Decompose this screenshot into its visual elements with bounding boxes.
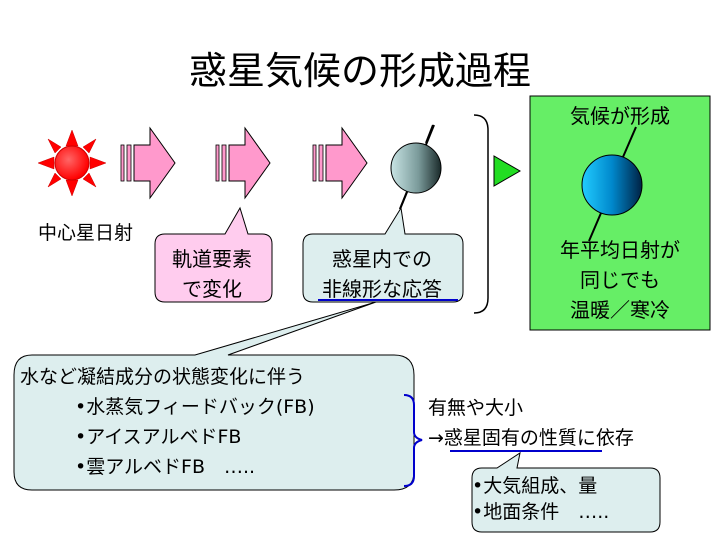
feedback-item: •アイスアルベドFB (75, 426, 242, 448)
feedback-callout (13, 301, 415, 491)
feedback-callout-text: 水など凝結成分の状態変化に伴う •水蒸気フィードバック(FB) •アイスアルベド… (20, 362, 420, 482)
planet-response-callout (302, 206, 464, 303)
feedback-item: •雲アルベドFB ….. (75, 456, 256, 478)
factors-text: 有無や大小 →惑星固有の性質に依存 (428, 393, 634, 453)
orbit-line-1: 軌道要素 (172, 247, 252, 271)
composition-callout (471, 451, 661, 533)
flow-arrow-2 (215, 126, 271, 200)
result-line-2: 同じでも (580, 268, 660, 292)
composition-line-2: •地面条件 ….. (472, 501, 610, 523)
planet-response-line-2: 非線形な応答 (322, 277, 442, 301)
planet-icon (390, 124, 442, 210)
factors-line-2: →惑星固有の性質に依存 (428, 427, 634, 449)
sun-icon (37, 129, 107, 197)
result-description: 年平均日射が 同じでも 温暖／寒冷 (530, 235, 710, 325)
result-arrow-icon (493, 155, 522, 187)
planet-response-line-1: 惑星内での (332, 247, 432, 271)
orbit-line-2: で変化 (182, 277, 242, 301)
blue-planet-icon (581, 126, 643, 242)
flow-arrow-3 (312, 126, 368, 200)
process-bracket (473, 114, 489, 314)
feedback-item: •水蒸気フィードバック(FB) (75, 396, 315, 418)
feedback-heading: 水など凝結成分の状態変化に伴う (20, 366, 306, 388)
result-line-3: 温暖／寒冷 (570, 298, 670, 322)
orbit-callout (154, 206, 273, 303)
orbit-callout-text: 軌道要素 で変化 (152, 244, 272, 304)
star-irradiation-label: 中心星日射 (38, 222, 134, 244)
factors-line-1: 有無や大小 (428, 397, 524, 419)
flow-arrow-1 (120, 126, 176, 200)
composition-line-1: •大気組成、量 (472, 475, 598, 497)
factors-brace (403, 394, 423, 487)
planet-response-text: 惑星内での 非線形な応答 (302, 244, 462, 304)
result-line-1: 年平均日射が (560, 238, 680, 262)
result-title: 気候が形成 (570, 104, 670, 128)
page-title: 惑星気候の形成過程 (188, 49, 531, 93)
composition-text: •大気組成、量 •地面条件 ….. (472, 473, 609, 525)
